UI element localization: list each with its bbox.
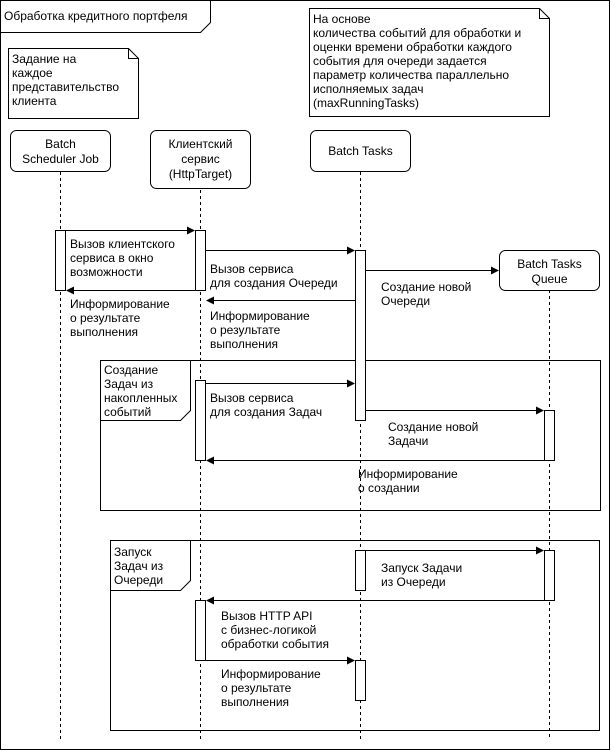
activation-queue-2	[544, 550, 555, 601]
participant-client-service-label: Клиентский	[168, 137, 232, 151]
participant-batch-scheduler-job[interactable]	[10, 130, 111, 172]
message-create-task: Создание новой	[388, 420, 478, 434]
arrow-head	[66, 286, 74, 295]
message-create-queue-call: для создания Очереди	[210, 276, 338, 290]
note-max-running-tasks-line: количества событий для обработки и	[313, 26, 521, 40]
activation-client-service-1	[195, 230, 206, 291]
message-run-task: Запуск Задачи	[381, 561, 462, 575]
fragment-run-tasks-label: Очереди	[114, 573, 163, 587]
message-create-tasks-call: Вызов сервиса	[210, 391, 294, 405]
message-inform-client: выполнения	[210, 337, 278, 351]
participant-batch-tasks[interactable]	[310, 130, 411, 172]
fragment-create-tasks-label: Создание	[104, 363, 158, 377]
note-max-running-tasks-line: параметр количества параллельно	[313, 68, 509, 82]
participant-client-service-label: (HttpTarget)	[169, 167, 232, 181]
fragment-create-tasks-label: Задач из	[104, 377, 154, 391]
participant-batch-tasks-queue-label: Batch Tasks	[517, 257, 581, 271]
participant-batch-tasks-queue[interactable]	[499, 250, 600, 291]
fragment-create-tasks-label: событий	[104, 405, 151, 419]
participant-batch-tasks-label: Batch Tasks	[328, 144, 392, 158]
note-scheduler-job-line: каждое	[12, 66, 53, 80]
fragment-run-tasks	[110, 540, 600, 731]
participant-batch-tasks-queue-label: Queue	[531, 272, 567, 286]
message-call-http-api: Вызов HTTP API	[221, 609, 313, 623]
note-scheduler-job	[8, 48, 139, 119]
message-call-http-api: обработки события	[221, 637, 329, 651]
message-create-tasks-call: для создания Задач	[210, 405, 322, 419]
activation-queue-1	[544, 410, 555, 461]
arrow-head	[491, 266, 499, 275]
message-create-task: Задачи	[388, 434, 428, 448]
arrow-head	[206, 596, 214, 605]
note-max-running-tasks	[309, 8, 550, 117]
participant-batch-scheduler-job-label: Scheduler Job	[22, 152, 99, 166]
frame-title-tab	[0, 0, 211, 33]
arrow-head	[536, 406, 544, 415]
fragment-run-tasks-label: Запуск	[114, 545, 152, 559]
fragment-create-tasks-label: накопленных	[104, 391, 177, 405]
message-call-client-service: сервиса в окно	[70, 251, 154, 265]
arrow-head	[347, 379, 355, 388]
message-inform-result: о результате	[221, 681, 292, 695]
message-call-client-service: возможности	[70, 265, 143, 279]
note-max-running-tasks-line: На основе	[313, 12, 371, 26]
message-call-client-service: Вызов клиентского	[70, 237, 175, 251]
note-max-running-tasks-line: события для очереди задается	[313, 54, 487, 68]
activation-batch-tasks-2	[355, 550, 366, 591]
frame-title: Обработка кредитного портфеля	[4, 9, 188, 23]
activation-client-service-3	[195, 600, 206, 661]
message-inform-scheduler: о результате	[70, 311, 141, 325]
note-scheduler-job-line: Задание на	[12, 52, 77, 66]
arrow-head	[347, 656, 355, 665]
activation-scheduler-job	[55, 230, 66, 291]
message-inform-result: Информирование	[221, 667, 321, 681]
message-create-queue: Создание новой	[381, 280, 471, 294]
note-scheduler-job-line: представительство	[12, 80, 119, 94]
participant-client-service[interactable]	[150, 130, 251, 189]
message-inform-result: выполнения	[221, 695, 289, 709]
message-call-http-api: с бизнес-логикой	[221, 623, 316, 637]
message-inform-created: Информирование	[358, 467, 458, 481]
message-inform-client: Информирование	[210, 309, 310, 323]
participant-client-service-label: сервис	[181, 152, 219, 166]
arrow-head	[536, 546, 544, 555]
activation-batch-tasks-1	[355, 250, 366, 421]
note-max-running-tasks-line: (maxRunningTasks)	[313, 96, 419, 110]
message-inform-scheduler: Информирование	[70, 297, 170, 311]
fragment-run-tasks-label: Задач из	[114, 559, 164, 573]
message-create-queue-call: Вызов сервиса	[210, 262, 294, 276]
arrow-head	[206, 456, 214, 465]
message-run-task: из Очереди	[381, 575, 446, 589]
message-inform-scheduler: выполнения	[70, 325, 138, 339]
message-inform-client: о результате	[210, 323, 281, 337]
note-max-running-tasks-line: оценки времени обработки каждого	[313, 40, 512, 54]
note-max-running-tasks-line: исполняемых задач	[313, 82, 423, 96]
arrow-head	[347, 246, 355, 255]
participant-batch-scheduler-job-label: Batch	[45, 137, 76, 151]
activation-batch-tasks-3	[355, 660, 366, 701]
message-create-queue: Очереди	[381, 294, 430, 308]
activation-client-service-2	[195, 380, 206, 461]
arrow-head	[206, 296, 214, 305]
note-scheduler-job-line: клиента	[12, 94, 57, 108]
arrow-head	[187, 226, 195, 235]
fragment-create-tasks	[100, 360, 601, 511]
message-inform-created: о создании	[358, 481, 420, 495]
